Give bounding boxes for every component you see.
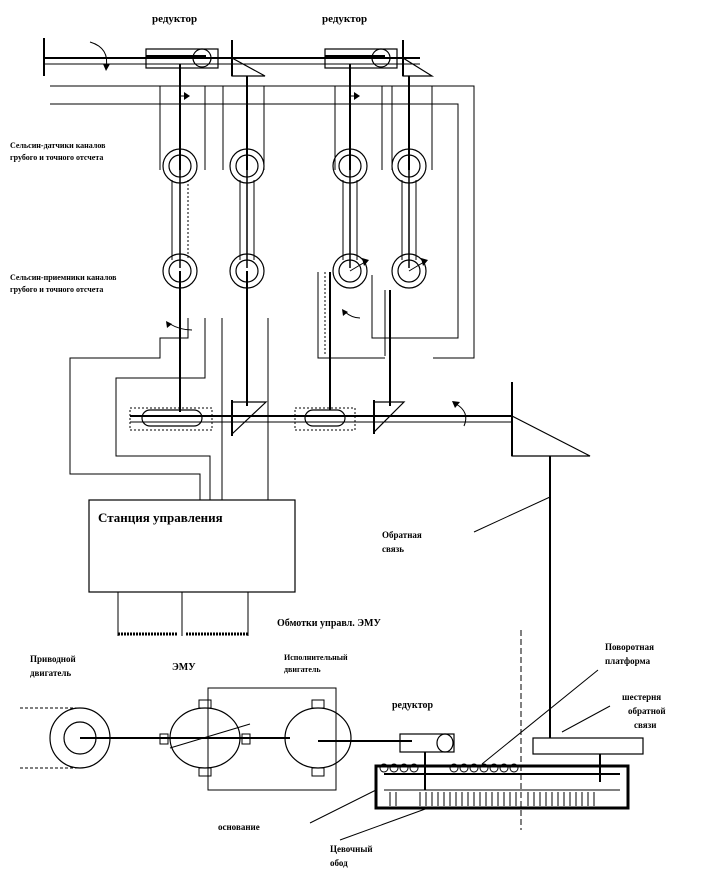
label-platform-1: Поворотная <box>605 642 654 652</box>
label-feedback-1: Обратная <box>382 530 422 540</box>
bevel-gear-top-2 <box>402 40 435 77</box>
label-feedback-2: связь <box>382 544 404 554</box>
label-exec-motor-2: двигатель <box>284 665 321 674</box>
wiring-frames <box>50 85 475 500</box>
lower-differential <box>129 400 512 436</box>
label-gear-2: обратной <box>628 706 666 716</box>
label-exec-motor-1: Исполнительный <box>284 653 348 662</box>
reducer-top-right <box>324 48 398 69</box>
reducer-top-left <box>145 48 219 69</box>
reducer-bottom <box>399 733 455 790</box>
bevel-gear-top-1 <box>231 40 266 77</box>
selsyn-receivers <box>162 253 428 331</box>
label-base: основание <box>218 822 260 832</box>
label-emu: ЭМУ <box>172 662 196 673</box>
label-emu-windings: Обмотки управл. ЭМУ <box>277 618 381 629</box>
label-selsyn-receivers-2: грубого и точного отсчета <box>10 285 103 294</box>
label-chain-rim-2: обод <box>330 858 348 868</box>
emu-assembly <box>159 687 412 791</box>
receiver-shafts <box>179 271 391 412</box>
label-selsyn-transmitters-2: грубого и точного отсчета <box>10 153 103 162</box>
vertical-shafts <box>179 64 410 170</box>
label-selsyn-receivers-1: Сельсин-приемники каналов <box>10 273 117 282</box>
label-reducer-top-right: редуктор <box>322 13 367 25</box>
output-bevel-gear <box>511 382 591 738</box>
label-control-station: Станция управления <box>98 510 223 525</box>
label-selsyn-transmitters-1: Сельсин-датчики каналов <box>10 141 106 150</box>
transmitter-receiver-links <box>171 166 417 268</box>
label-drive-motor-2: двигатель <box>30 668 71 678</box>
drive-motor <box>20 707 290 769</box>
turn-platform <box>374 630 644 830</box>
selsyn-transmitters <box>162 148 427 184</box>
label-gear-3: связи <box>634 720 656 730</box>
label-reducer-top-left: редуктор <box>152 13 197 25</box>
label-gear-1: шестерня <box>622 692 661 702</box>
label-drive-motor-1: Приводной <box>30 654 76 664</box>
control-station <box>88 499 296 636</box>
label-platform-2: платформа <box>605 656 651 666</box>
leader-lines <box>309 496 611 841</box>
label-chain-rim-1: Цевочный <box>330 844 373 854</box>
label-reducer-bottom: редуктор <box>392 700 433 711</box>
